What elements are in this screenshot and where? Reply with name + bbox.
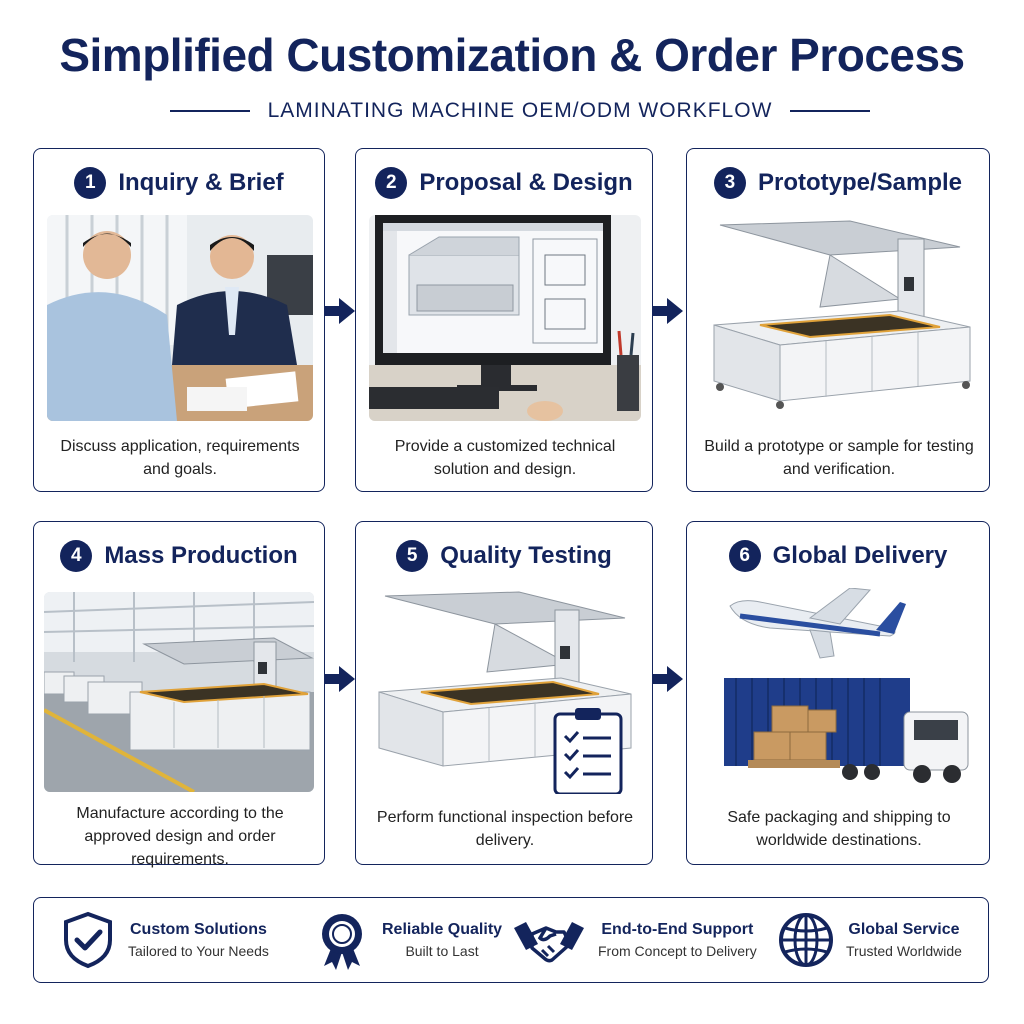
step-title-1: Inquiry & Brief [118, 169, 284, 196]
feature-global-service: Global Service Trusted Worldwide [778, 908, 962, 972]
feature-custom-solutions: Custom Solutions Tailored to Your Needs [60, 908, 269, 972]
feature-title: End-to-End Support [601, 921, 754, 938]
feature-title: Global Service [848, 921, 960, 938]
step-card-5: 5 Quality Testing Perform function [355, 521, 653, 865]
step-number-5: 5 [396, 540, 429, 572]
step-title-4: Mass Production [104, 542, 298, 569]
shield-check-icon [60, 910, 116, 970]
step-header-5: 5 Quality Testing [356, 540, 652, 572]
step-description-4: Manufacture according to the approved de… [76, 805, 284, 868]
feature-subtitle: From Concept to Delivery [598, 943, 757, 959]
machine-checklist-photo-icon [369, 588, 641, 794]
subtitle-row: LAMINATING MACHINE OEM/ODM WORKFLOW [170, 98, 871, 124]
step-number-4: 4 [60, 540, 93, 572]
feature-title: Reliable Quality [382, 921, 503, 938]
step-title-5: Quality Testing [440, 542, 612, 569]
step-description-1: Discuss application, requirements and go… [60, 438, 300, 478]
step-card-4: 4 Mass Production [33, 521, 325, 868]
feature-subtitle: Tailored to Your Needs [128, 943, 269, 959]
globe-icon [778, 910, 834, 970]
arrow-right-icon [325, 664, 355, 694]
step-title-2: Proposal & Design [419, 169, 633, 196]
feature-subtitle: Built to Last [405, 943, 479, 959]
award-ribbon-icon [314, 910, 370, 970]
divider-left [170, 110, 250, 112]
step-header-4: 4 Mass Production [34, 540, 324, 572]
step-description-5: Perform functional inspection before del… [376, 809, 634, 849]
factory-floor-photo-icon [44, 592, 314, 792]
step-title-6: Global Delivery [772, 542, 948, 569]
step-header-3: 3 Prototype/Sample [687, 167, 989, 199]
laminating-machine-photo-icon [700, 215, 978, 421]
handshake-icon [512, 910, 586, 970]
step-card-2: 2 Proposal & Design Provide a customized… [355, 148, 653, 492]
meeting-photo-icon [47, 215, 313, 421]
step-card-1: 1 Inquiry & Brief Discuss applicatio [33, 148, 325, 492]
arrow-right-icon [653, 664, 683, 694]
arrow-right-icon [653, 296, 683, 326]
plane-truck-photo-icon [700, 588, 978, 794]
feature-subtitle: Trusted Worldwide [846, 943, 962, 959]
cad-monitor-photo-icon [369, 215, 641, 421]
step-card-3: 3 Prototype/Sample Build a prototype or … [686, 148, 990, 492]
step-description-3: Build a prototype or sample for testing … [704, 438, 974, 478]
step-number-2: 2 [375, 167, 408, 199]
step-number-1: 1 [74, 167, 107, 199]
features-strip: Custom Solutions Tailored to Your Needs … [33, 897, 989, 983]
step-card-6: 6 Global Delivery [686, 521, 990, 865]
feature-title: Custom Solutions [129, 921, 267, 938]
feature-end-to-end-support: End-to-End Support From Concept to Deliv… [512, 908, 757, 972]
step-header-1: 1 Inquiry & Brief [34, 167, 324, 199]
step-title-3: Prototype/Sample [757, 169, 963, 196]
page-title: Simplified Customization & Order Process [59, 29, 965, 81]
step-number-6: 6 [728, 540, 761, 572]
step-description-6: Safe packaging and shipping to worldwide… [727, 809, 951, 849]
feature-reliable-quality: Reliable Quality Built to Last [314, 908, 502, 972]
step-number-3: 3 [713, 167, 746, 199]
step-description-2: Provide a customized technical solution … [394, 438, 616, 478]
arrow-right-icon [325, 296, 355, 326]
page-subtitle: LAMINATING MACHINE OEM/ODM WORKFLOW [267, 99, 773, 122]
divider-right [790, 110, 871, 112]
step-header-2: 2 Proposal & Design [356, 167, 652, 199]
step-header-6: 6 Global Delivery [687, 540, 989, 572]
